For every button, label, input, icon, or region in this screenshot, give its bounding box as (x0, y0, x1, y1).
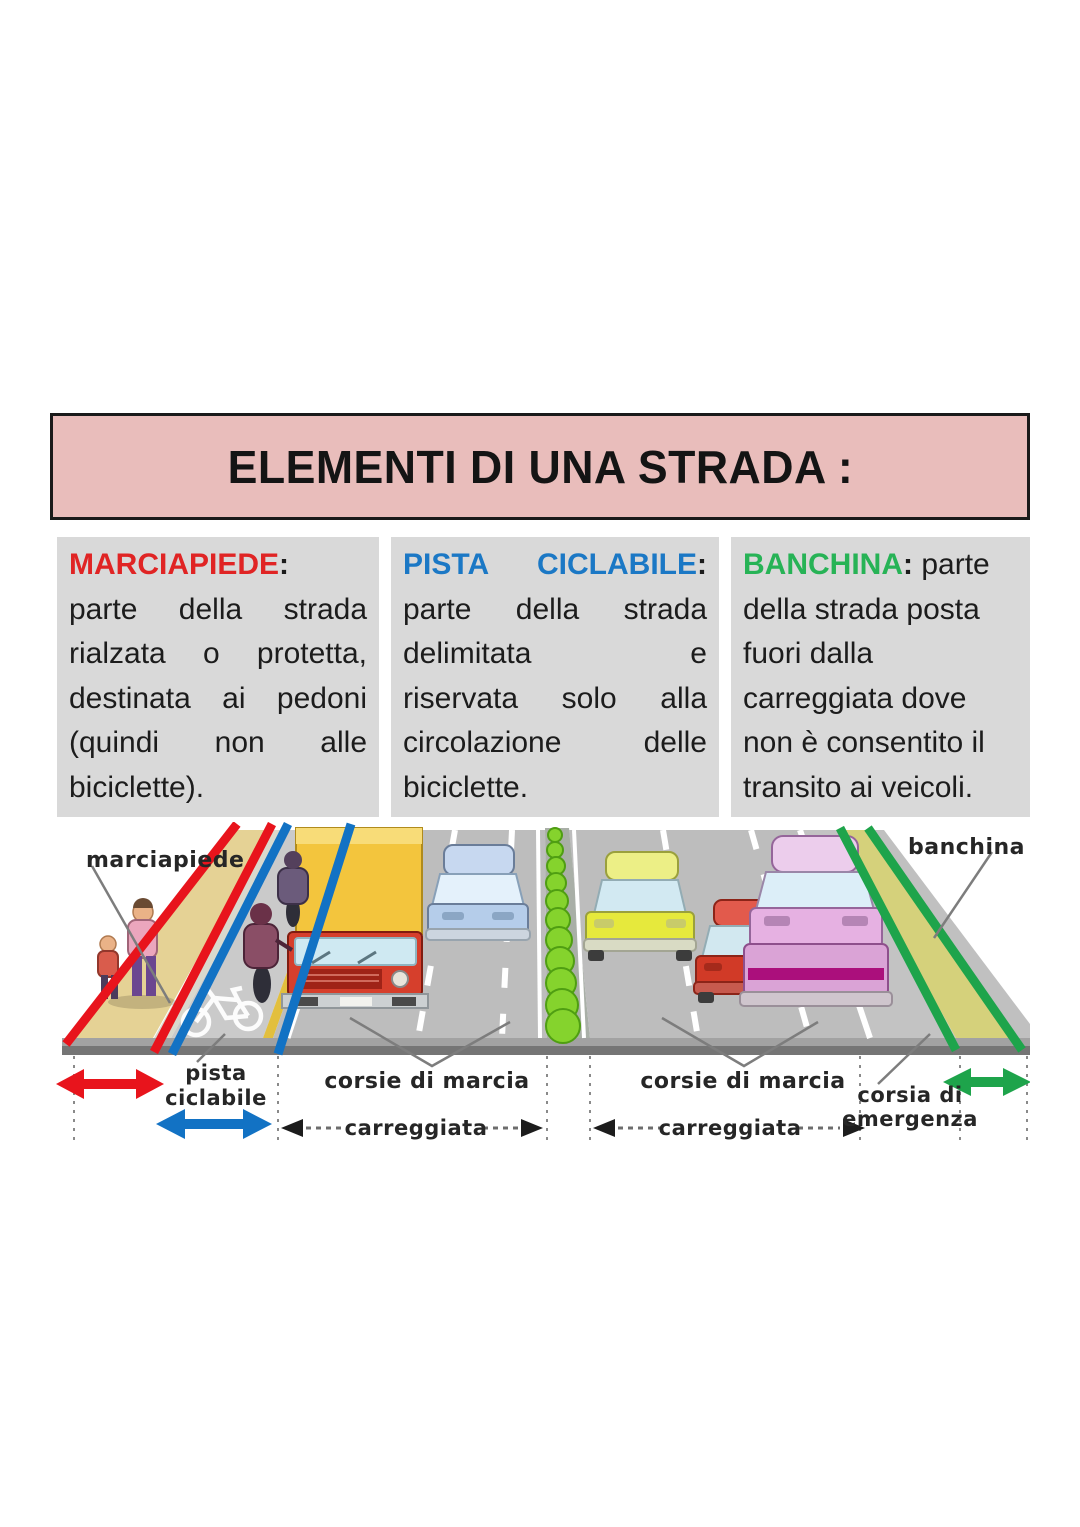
pista-ciclabile-arrow (156, 1109, 272, 1139)
pista-line-right (273, 822, 356, 1056)
colon: : (279, 548, 290, 581)
blue-car (425, 844, 531, 941)
label-marciapiede: marciapiede (86, 848, 244, 873)
pista-line-left (167, 821, 293, 1057)
label-ciclabile: ciclabile (165, 1086, 267, 1110)
definition-body: parte della strada posta fuori dalla car… (743, 548, 990, 804)
definition-body: parte della strada rialzata o protetta, … (69, 592, 367, 804)
definition-banchina: BANCHINA: parte della strada posta fuori… (731, 537, 1030, 817)
moped-rider-far (277, 851, 309, 927)
page-title: ELEMENTI DI UNA STRADA : (227, 440, 853, 493)
carreggiata-left-indicator (281, 1119, 543, 1137)
definition-marciapiede: MARCIAPIEDE: parte della strada rialzata… (57, 537, 379, 817)
label-corsie-di-marcia-left: corsie di marcia (324, 1069, 529, 1094)
curb-bottom (62, 1046, 1030, 1055)
median-edge-line (536, 829, 542, 1039)
truck (281, 827, 429, 1009)
boundary-lines (62, 821, 1026, 1057)
colon: : (903, 548, 913, 581)
sidewalk-zone (72, 830, 269, 1038)
banchina-pointer (932, 851, 994, 939)
median-edge-line (572, 829, 586, 1039)
term-marciapiede: MARCIAPIEDE (69, 548, 280, 581)
corsie-right-pointer (661, 1016, 819, 1068)
carreggiata-right-indicator (593, 1119, 865, 1137)
label-banchina: banchina (908, 835, 1025, 860)
pista-pointer (196, 1033, 226, 1063)
term-banchina: BANCHINA (743, 548, 903, 581)
median-bushes (545, 827, 581, 1044)
colon: : (697, 548, 707, 581)
label-pista: pista (185, 1061, 246, 1085)
definition-pista-ciclabile: PISTA CICLABILE: parte della strada deli… (391, 537, 719, 817)
corsie-left-pointer (349, 1016, 511, 1068)
curb-top (62, 1038, 1030, 1046)
label-carreggiata-left: carreggiata (345, 1116, 488, 1140)
marciapiede-line-outer (62, 821, 241, 1047)
title-box: ELEMENTI DI UNA STRADA : (50, 413, 1030, 520)
banchina-line-left (836, 825, 960, 1053)
yellow-car (583, 851, 697, 961)
pointer-lines (90, 851, 994, 1085)
banchina-line-right (864, 825, 1026, 1053)
road-diagram-svg: marciapiede banchina pista ciclabile cor… (56, 821, 1031, 1144)
label-corsia-di: corsia di (857, 1083, 962, 1107)
pink-car (739, 835, 893, 1007)
marciapiede-pointer (90, 865, 172, 1004)
pedestrians (97, 898, 176, 1009)
emergenza-pointer (877, 1033, 931, 1085)
road-diagram-illustration: marciapiede banchina pista ciclabile cor… (50, 821, 1031, 1175)
label-emergenza: emergenza (842, 1107, 978, 1131)
label-corsie-di-marcia-right: corsie di marcia (640, 1069, 845, 1094)
label-carreggiata-right: carreggiata (659, 1116, 802, 1140)
marciapiede-line-inner (150, 821, 276, 1055)
banchina-arrow (943, 1068, 1031, 1096)
marciapiede-arrow (56, 1069, 164, 1099)
definition-body: parte della strada delimitata e riservat… (403, 592, 707, 804)
term-pista-ciclabile: PISTA CICLABILE (403, 548, 697, 581)
moped-rider-near (243, 903, 294, 1003)
